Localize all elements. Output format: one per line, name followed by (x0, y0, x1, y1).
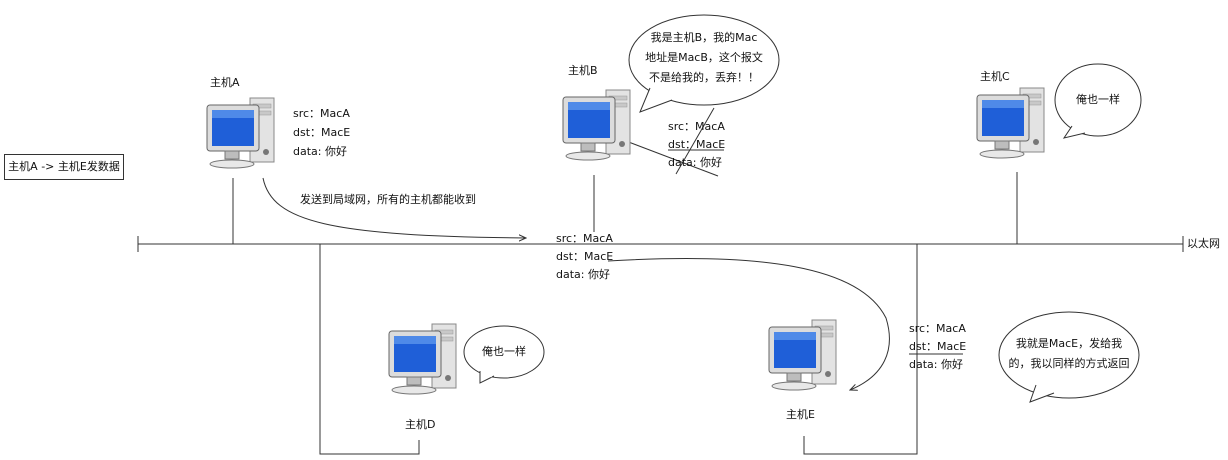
frame-b-src: src：MacA (668, 120, 725, 133)
frame-e-src: src：MacA (909, 322, 966, 335)
frame-bus-src: src：MacA (556, 232, 613, 245)
computer-icon-host-a (204, 96, 276, 178)
send-caption: 发送到局域网，所有的主机都能收到 (300, 193, 476, 206)
bubble-c-text: 俺也一样 (1076, 93, 1120, 106)
ethernet-label: 以太网 (1187, 237, 1220, 250)
transfer-note-box: 主机A -> 主机E发数据 (4, 154, 124, 180)
frame-a-dst: dst：MacE (293, 126, 351, 139)
send-arrow (262, 177, 526, 238)
frame-e-dst: dst：MacE (909, 340, 967, 353)
host-b-label: 主机B (568, 64, 598, 77)
frame-bus-data: data: 你好 (556, 268, 610, 281)
frame-b-data: data: 你好 (668, 156, 722, 169)
bubble-d-shape (463, 325, 545, 384)
bubble-e-line-2: 的，我以同样的方式返回 (1008, 357, 1130, 370)
computer-icon-host-d (386, 322, 458, 404)
frame-bus-dst: dst：MacE (556, 250, 614, 263)
bubble-b-line-2: 地址是MacB，这个报文 (645, 51, 763, 64)
strike-line-2 (675, 107, 715, 175)
bubble-b-line-3: 不是给我的，丢弃！！ (649, 71, 759, 84)
bubble-c-shape (1054, 63, 1142, 139)
frame-a-data: data: 你好 (293, 145, 347, 158)
frame-e-data: data: 你好 (909, 358, 963, 371)
drop-host-e (803, 244, 918, 455)
bubble-d-text: 俺也一样 (482, 345, 526, 358)
bubble-e-shape (998, 311, 1140, 403)
bubble-e-text: 我就是MacE，发给我 的，我以同样的方式返回 (1004, 334, 1134, 374)
computer-icon-host-b (560, 88, 632, 170)
frame-a-src: src：MacA (293, 107, 350, 120)
computer-icon-host-e (766, 318, 838, 400)
frame-b-dst: dst：MacE (668, 138, 726, 151)
drop-host-d (319, 244, 420, 455)
bubble-b-text: 我是主机B，我的Mac 地址是MacB，这个报文 不是给我的，丢弃！！ (634, 28, 774, 88)
computer-icon-host-c (974, 86, 1046, 168)
bubble-e-line-1: 我就是MacE，发给我 (1015, 337, 1123, 350)
host-c-label: 主机C (980, 70, 1010, 83)
bubble-b-shape (628, 14, 780, 113)
host-e-label: 主机E (786, 408, 815, 421)
host-d-label: 主机D (405, 418, 436, 431)
deliver-arrow (607, 257, 890, 390)
host-a-label: 主机A (210, 76, 240, 89)
bubble-b-line-1: 我是主机B，我的Mac (650, 31, 758, 44)
